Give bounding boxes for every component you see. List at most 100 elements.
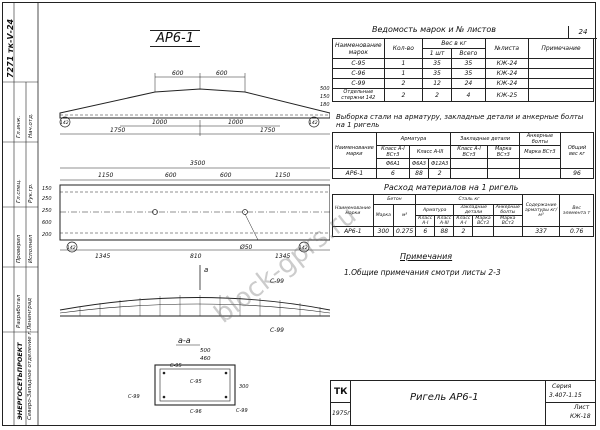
- materials-header: Арматура: [415, 204, 455, 216]
- section-label: С-95: [170, 363, 182, 369]
- table-cell: 337: [521, 226, 561, 237]
- dim-text: 1000: [228, 119, 243, 126]
- dim-text: 600: [42, 220, 52, 226]
- drawing-area: 600 600 1000 1000 1750 1750 142 142 500 …: [42, 70, 330, 415]
- materials-header: Анкерные болты: [492, 204, 523, 216]
- dim-text: 460: [200, 356, 211, 362]
- materials-table: Наименование марки Бетон Сталь кг Содерж…: [332, 194, 594, 237]
- steel-header: Класс А-I ВСт3: [450, 145, 488, 159]
- materials-subheader: Марка: [372, 204, 395, 227]
- marks-header: Всего: [451, 48, 486, 59]
- dim-text: 500: [200, 348, 211, 354]
- steel-header: Марка ВСт3: [518, 145, 562, 159]
- title-block-divider: [350, 380, 351, 426]
- stamp-cell: Гл.спец.: [16, 179, 22, 203]
- marker-text: 142: [67, 245, 76, 251]
- table-cell: [528, 88, 594, 102]
- section-title: а-а: [178, 336, 191, 345]
- table-cell: Отдельные стержни 142: [332, 88, 385, 102]
- table-cell: КЖ-24: [484, 58, 530, 69]
- table-cell: АР6-1: [332, 168, 377, 179]
- table-cell: КЖ-24: [484, 68, 530, 79]
- table-cell: 88: [434, 226, 455, 237]
- materials-header: Содержание арматуры кг/м³: [521, 194, 561, 227]
- sheet-frame: [2, 2, 596, 426]
- table-cell: 1: [383, 68, 424, 79]
- dim-text: 200: [42, 232, 52, 238]
- table-cell: 6: [415, 226, 436, 237]
- note-item: 1.Общие примечания смотри листы 2-3: [344, 268, 501, 277]
- stamp-cell: Рук.гр.: [28, 183, 34, 203]
- elevation-view: 600 600 1000 1000 1750 1750 142 142 500 …: [59, 70, 330, 136]
- sheet-value: КЖ-18: [570, 413, 591, 420]
- drawing-title: АР6-1: [150, 30, 200, 47]
- notes-title: Примечания: [400, 252, 453, 261]
- materials-header: Бетон: [372, 194, 417, 205]
- table-cell: С-99: [332, 78, 385, 89]
- table-cell: 35: [451, 68, 486, 79]
- steel-header: Класс А-I ВСт3: [375, 145, 410, 159]
- dim-text: 300: [239, 384, 249, 390]
- dim-text: 500: [320, 86, 330, 92]
- steel-header: Закладные детали: [450, 132, 520, 146]
- series-stamp: 7271 тк-Ⅴ-24: [6, 18, 15, 78]
- rebar-view: С-99 С-99: [59, 278, 330, 334]
- section-label: С-95: [190, 379, 202, 385]
- table-cell: [518, 168, 562, 179]
- table-cell: 1: [383, 58, 424, 69]
- marks-table-title: Ведомость марок и № листов: [372, 25, 496, 34]
- year-label: 1975г: [332, 410, 351, 417]
- dim-text: 600: [172, 70, 184, 77]
- title-block-divider: [545, 380, 546, 426]
- side-stamp: [2, 2, 39, 426]
- dim-text: 600: [216, 70, 228, 77]
- steel-table: Наименование марки Арматура Закладные де…: [332, 132, 594, 179]
- table-cell: [450, 168, 488, 179]
- materials-subheader: Марка ВСт3: [492, 215, 523, 227]
- table-cell: 24: [451, 78, 486, 89]
- section-label: С-99: [236, 408, 248, 414]
- dim-text: 150: [42, 186, 52, 192]
- table-cell: 2: [422, 88, 453, 102]
- marks-header: 1 шт: [422, 48, 453, 59]
- table-cell: 2: [427, 168, 452, 179]
- table-cell: [528, 78, 594, 89]
- table-cell: 2: [383, 88, 424, 102]
- table-cell: 96: [560, 168, 594, 179]
- title-block-divider: [545, 402, 596, 403]
- section-mark: а: [204, 266, 208, 274]
- title-block-divider: [330, 402, 350, 403]
- steel-table-title: Выборка стали на арматуру, закладные дет…: [336, 113, 584, 129]
- table-cell: 2: [453, 226, 474, 237]
- dim-text: 600: [165, 172, 177, 179]
- table-cell: [486, 168, 520, 179]
- stamp-cell: Исполнил: [28, 234, 34, 263]
- table-cell: 35: [422, 58, 453, 69]
- hole-label: Ø50: [239, 244, 253, 251]
- marks-header: Вес в кг: [422, 38, 486, 49]
- materials-subheader: Класс А-I: [415, 215, 436, 227]
- marks-header: №листа: [484, 38, 530, 59]
- table-cell: [492, 226, 523, 237]
- title-block: [330, 380, 596, 426]
- marks-header: Кол-во: [383, 38, 424, 59]
- table-cell: [528, 68, 594, 79]
- table-cell: 6: [375, 168, 410, 179]
- section-label: С-96: [190, 409, 202, 415]
- stamp-cell: Проверил: [16, 234, 22, 263]
- marker-text: 142: [309, 120, 318, 126]
- dim-text: 150: [320, 94, 330, 100]
- steel-subheader: Ф12А3: [427, 158, 452, 169]
- stamp-cell: Разработал: [16, 294, 22, 328]
- tk-label: ТК: [334, 387, 348, 397]
- steel-header: Общий вес кг: [560, 132, 594, 169]
- materials-subheader: м³: [392, 204, 417, 227]
- materials-header: Сталь кг: [415, 194, 523, 205]
- marks-header: Примечание: [528, 38, 594, 59]
- steel-header: Наименование марки: [332, 132, 377, 169]
- steel-header: Анкерные болты: [518, 132, 562, 146]
- table-cell: 35: [422, 68, 453, 79]
- dim-text: 810: [190, 253, 202, 260]
